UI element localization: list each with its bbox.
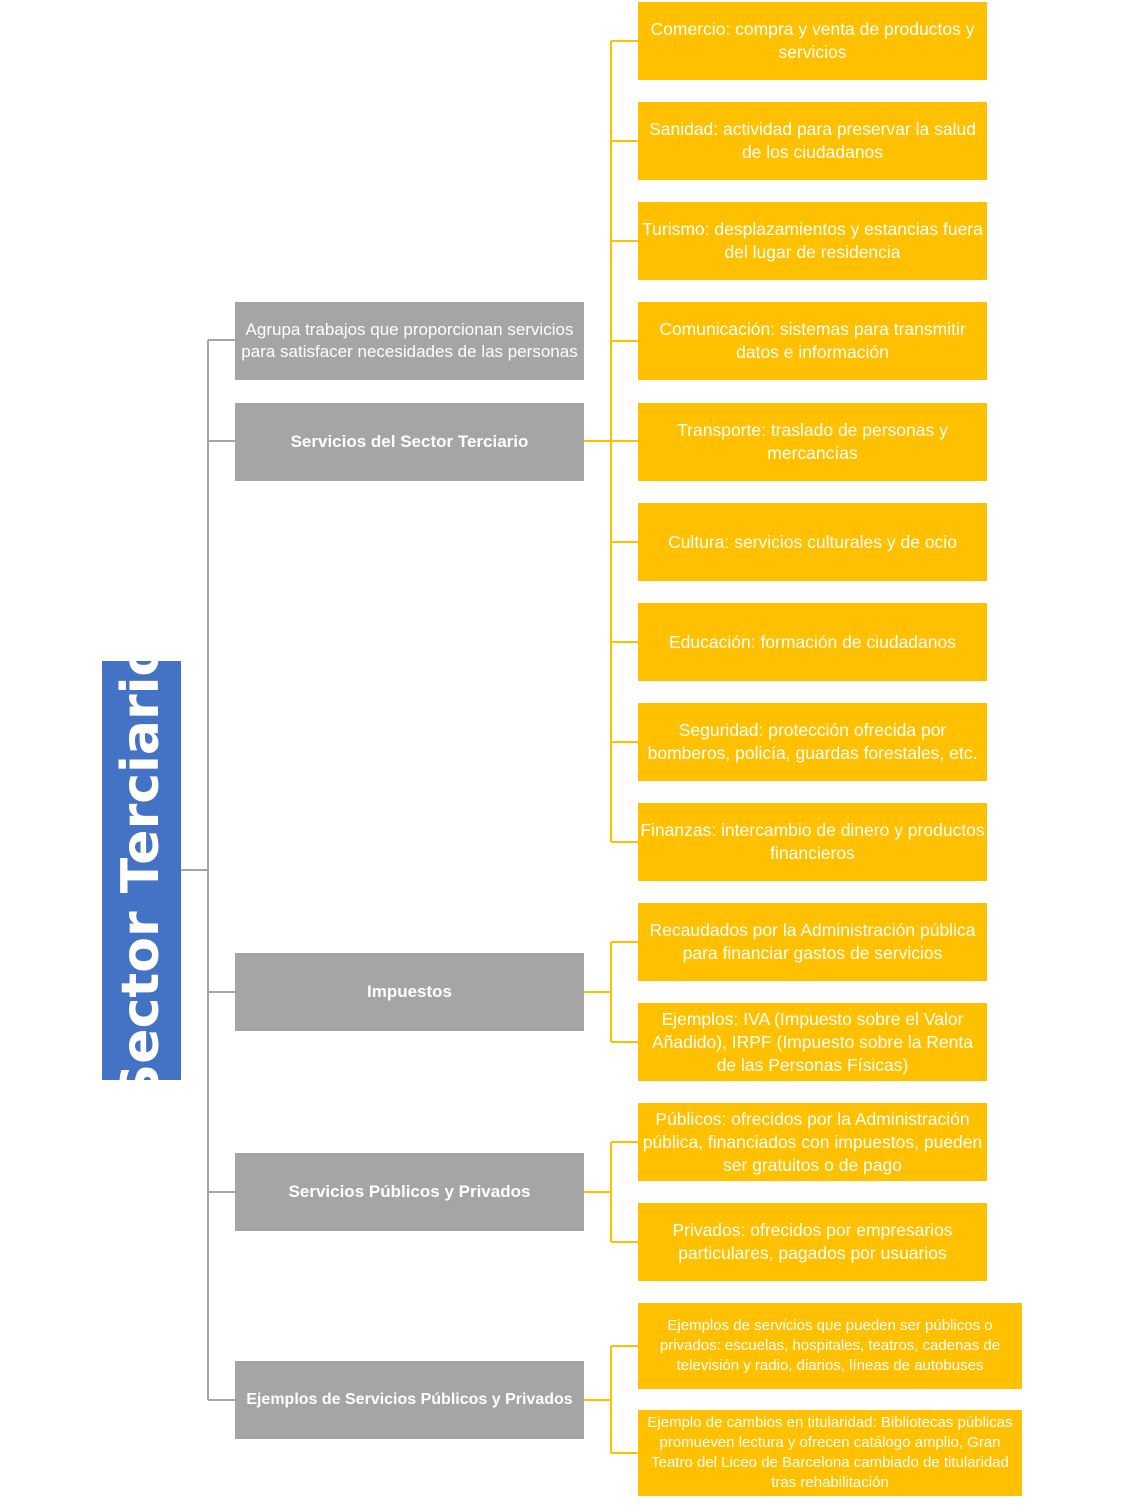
leaf-ejemplos-titularidad: Ejemplo de cambios en titularidad: Bibli… <box>638 1410 1022 1496</box>
leaf-label: Ejemplos de servicios que pueden ser púb… <box>659 1317 1001 1374</box>
branch-servicios: Servicios del Sector Terciario <box>235 403 584 481</box>
leaf-label: Privados: ofrecidos por empresarios part… <box>672 1220 953 1263</box>
leaf-finanzas: Finanzas: intercambio de dinero y produc… <box>638 803 987 881</box>
leaf-label: Públicos: ofrecidos por la Administració… <box>642 1108 983 1175</box>
leaf-label: Seguridad: protección ofrecida por bombe… <box>647 720 978 763</box>
leaf-impuestos-ejemplos: Ejemplos: IVA (Impuesto sobre el Valor A… <box>638 1003 987 1081</box>
leaf-sanidad: Sanidad: actividad para preservar la sal… <box>638 102 987 180</box>
leaf-privados: Privados: ofrecidos por empresarios part… <box>638 1203 987 1281</box>
root-node: Sector Terciario <box>102 640 181 1101</box>
branch-label: Impuestos <box>366 982 453 1001</box>
leaf-seguridad: Seguridad: protección ofrecida por bombe… <box>638 703 987 781</box>
leaf-label: Ejemplos: IVA (Impuesto sobre el Valor A… <box>652 1008 973 1075</box>
branch-publicos-privados: Servicios Públicos y Privados <box>235 1153 584 1231</box>
leaf-cultura: Cultura: servicios culturales y de ocio <box>638 503 987 581</box>
leaf-label: Comunicación: sistemas para transmitir d… <box>659 319 966 362</box>
root-label: Sector Terciario <box>111 640 172 1101</box>
leaf-comercio: Comercio: compra y venta de productos y … <box>638 2 987 80</box>
leaf-label: Recaudados por la Administración pública… <box>649 920 976 963</box>
leaf-ejemplos-servicios: Ejemplos de servicios que pueden ser púb… <box>638 1303 1022 1389</box>
branch-ejemplos: Ejemplos de Servicios Públicos y Privado… <box>235 1361 584 1439</box>
leaf-label: Turismo: desplazamientos y estancias fue… <box>642 219 983 262</box>
branch-label: Ejemplos de Servicios Públicos y Privado… <box>246 1391 573 1408</box>
branch-definition: Agrupa trabajos que proporcionan servici… <box>235 302 584 380</box>
leaf-label: Cultura: servicios culturales y de ocio <box>668 531 957 552</box>
leaf-label: Finanzas: intercambio de dinero y produc… <box>640 820 985 863</box>
leaf-impuestos-recaudados: Recaudados por la Administración pública… <box>638 903 987 981</box>
leaf-publicos: Públicos: ofrecidos por la Administració… <box>638 1103 987 1181</box>
leaf-label: Ejemplo de cambios en titularidad: Bibli… <box>647 1414 1013 1491</box>
leaf-transporte: Transporte: traslado de personas y merca… <box>638 403 987 481</box>
branch-label: Servicios Públicos y Privados <box>288 1182 531 1201</box>
branch-impuestos: Impuestos <box>235 953 584 1031</box>
leaf-label: Sanidad: actividad para preservar la sal… <box>649 119 976 162</box>
branch-label: Agrupa trabajos que proporcionan servici… <box>241 320 578 361</box>
branch-label: Servicios del Sector Terciario <box>290 432 529 451</box>
leaf-turismo: Turismo: desplazamientos y estancias fue… <box>638 202 987 280</box>
leaf-comunicacion: Comunicación: sistemas para transmitir d… <box>638 302 987 380</box>
leaf-educacion: Educación: formación de ciudadanos <box>638 603 987 681</box>
leaf-label: Educación: formación de ciudadanos <box>669 631 956 652</box>
leaf-label: Comercio: compra y venta de productos y … <box>650 19 975 62</box>
leaf-label: Transporte: traslado de personas y merca… <box>677 420 948 463</box>
